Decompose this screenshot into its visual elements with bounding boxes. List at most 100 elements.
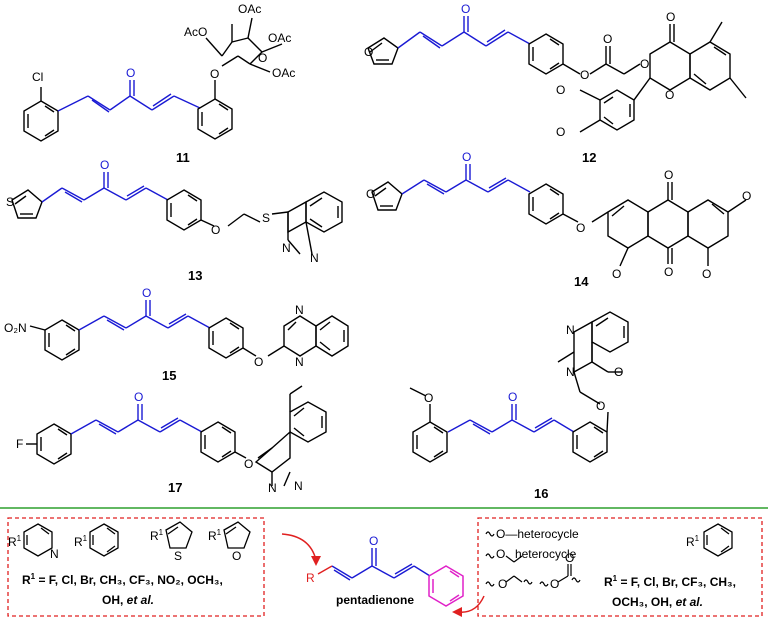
wavy-bond-icon bbox=[485, 531, 495, 537]
methoxy-o: O bbox=[556, 125, 565, 139]
thioether-s: S bbox=[262, 211, 270, 225]
core-phenyl-ring bbox=[428, 565, 464, 607]
dienone-chain bbox=[70, 404, 203, 435]
ether-o: O bbox=[640, 57, 649, 71]
ester-carbonyl-o: O bbox=[565, 551, 574, 565]
methoxy-o: O bbox=[702, 267, 711, 281]
carbonyl-o: O bbox=[142, 286, 151, 300]
carbonyl-o: O bbox=[462, 150, 471, 164]
compound-11: Cl O O bbox=[23, 2, 295, 165]
wavy-bond-icon bbox=[539, 581, 549, 587]
oac-bottom: OAc bbox=[272, 66, 295, 80]
thiophene-ring bbox=[371, 181, 403, 211]
dienone-chain bbox=[401, 164, 531, 195]
aco-left: AcO bbox=[184, 25, 207, 39]
ring-n: N bbox=[282, 241, 291, 255]
ether-o: O bbox=[576, 221, 585, 235]
r1-label: R1 bbox=[150, 528, 164, 543]
phenyl-ring bbox=[208, 317, 285, 359]
ring-n: N bbox=[566, 365, 575, 379]
compound-13: S O O S bbox=[6, 158, 343, 283]
arrow-right-head-icon bbox=[452, 607, 462, 617]
linker-bond bbox=[513, 575, 523, 583]
nitrophenyl-ring bbox=[29, 319, 80, 361]
compound-label-17: 17 bbox=[168, 480, 182, 495]
oac-top: OAc bbox=[238, 2, 261, 16]
methylene-bond bbox=[505, 555, 515, 563]
ring-n: N bbox=[566, 323, 575, 337]
fluoro-atom: F bbox=[16, 437, 23, 451]
quinazoline bbox=[287, 191, 343, 255]
thiophene-ring bbox=[11, 189, 43, 219]
dienone-chain bbox=[57, 80, 201, 113]
compound-17: F O O bbox=[16, 385, 327, 495]
core-name: pentadienone bbox=[336, 593, 414, 607]
legend-right-line1: R1 = F, Cl, Br, CF₃, CH₃, bbox=[604, 574, 736, 589]
ether-o: O bbox=[596, 399, 605, 413]
quinone-o: O bbox=[664, 265, 673, 279]
ring-n: N bbox=[268, 481, 277, 495]
methoxy-o: O bbox=[742, 189, 751, 203]
glycoside-o: O bbox=[210, 67, 219, 81]
arrow-left-icon bbox=[281, 533, 317, 561]
dienone-chain bbox=[78, 300, 211, 331]
thiophene-s: S bbox=[6, 195, 14, 209]
compound-16: N N O O O O bbox=[409, 311, 629, 501]
core-carbonyl-o: O bbox=[369, 534, 378, 548]
phenyl-ring bbox=[200, 421, 273, 463]
linker-1: O—heterocycle bbox=[496, 527, 579, 541]
carbonyl-o: O bbox=[134, 390, 143, 404]
wavy-bond-icon bbox=[571, 577, 581, 583]
compound-14: O O O bbox=[366, 150, 751, 289]
ring-n: N bbox=[295, 355, 304, 369]
ether-linker-o: O bbox=[498, 577, 507, 591]
furan-ring bbox=[367, 37, 399, 65]
ether-o: O bbox=[211, 223, 220, 237]
lactam-o: O bbox=[614, 365, 623, 379]
furan-o: O bbox=[364, 45, 373, 59]
carbonyl-o: O bbox=[508, 390, 517, 404]
linker-bond bbox=[505, 575, 515, 583]
legend-left-box: R1 N R1 R1 S R1 O R1 = F, Cl, Br, CH₃, C… bbox=[7, 517, 265, 617]
ester-linker-o: O bbox=[550, 577, 559, 591]
thiophene-s: O bbox=[366, 187, 375, 201]
pyran-o: O bbox=[665, 88, 674, 102]
wavy-bond-icon bbox=[523, 579, 533, 585]
ketone-o: O bbox=[666, 10, 675, 24]
chlorophenyl-ring bbox=[23, 87, 59, 142]
phenyl-ring bbox=[528, 183, 609, 225]
chloro-atom: Cl bbox=[32, 70, 43, 84]
carbonyl-o: O bbox=[100, 158, 109, 172]
furan-o: O bbox=[232, 549, 241, 563]
ring-n: N bbox=[294, 479, 303, 493]
linker-bond bbox=[557, 575, 569, 583]
nitro-group: O₂N bbox=[4, 321, 27, 335]
phenyl-ring bbox=[572, 411, 609, 463]
pyridine-n: N bbox=[50, 547, 59, 561]
dienone-chain bbox=[397, 16, 531, 49]
r1-label: R1 bbox=[8, 534, 22, 549]
ether-o: O bbox=[244, 457, 253, 471]
core-dienone bbox=[331, 548, 431, 581]
ring-n: N bbox=[310, 251, 319, 265]
ether-o: O bbox=[254, 355, 263, 369]
phenyl-ring bbox=[528, 33, 641, 75]
thiophene-s: S bbox=[174, 549, 182, 563]
sugar-ring bbox=[205, 17, 283, 73]
ring-n: N bbox=[295, 303, 304, 317]
compound-label-16: 16 bbox=[534, 486, 548, 501]
quinoxaline bbox=[283, 315, 349, 357]
legend-right-line2: OCH₃, OH, et al. bbox=[612, 595, 703, 609]
benzene-icon bbox=[703, 523, 733, 557]
compound-label-14: 14 bbox=[574, 274, 589, 289]
pyridine-icon bbox=[23, 523, 53, 557]
dimethoxyphenyl-ring bbox=[579, 89, 635, 133]
wavy-bond-icon bbox=[485, 553, 495, 559]
pentadienone-core: R O pentadienone bbox=[281, 533, 485, 617]
core-r-label: R bbox=[306, 571, 315, 585]
legend-left-line2: OH, et al. bbox=[102, 593, 154, 607]
carbonyl-o: O bbox=[126, 66, 135, 80]
quinone-o: O bbox=[664, 168, 673, 182]
compound-label-11: 11 bbox=[176, 150, 190, 165]
